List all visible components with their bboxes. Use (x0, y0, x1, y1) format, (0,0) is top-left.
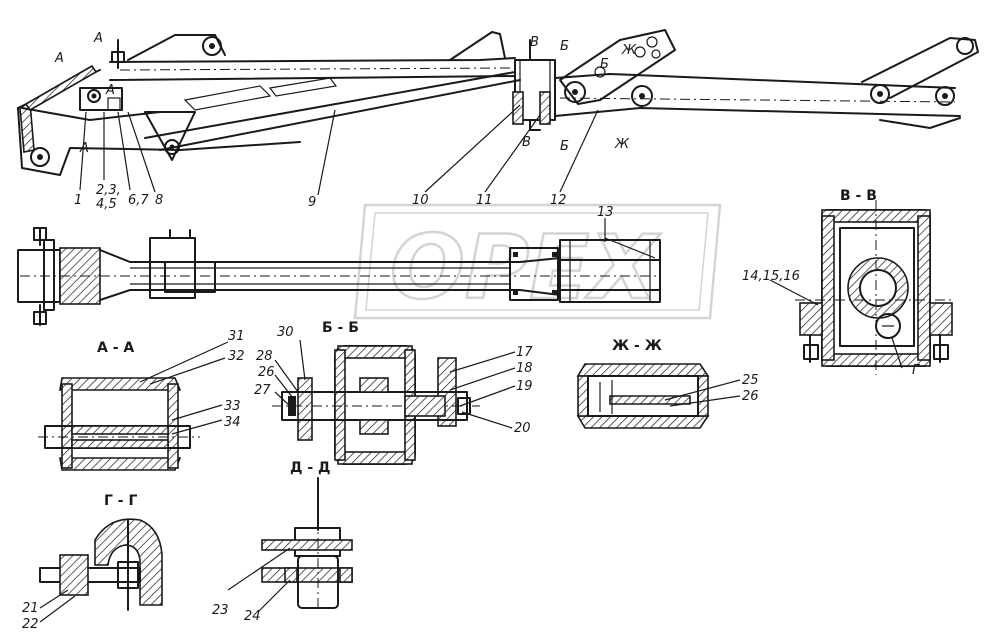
callout-26a: 26 (742, 389, 759, 404)
leader-lines (39, 104, 903, 623)
callout-19: 19 (516, 379, 533, 394)
callout-31: 31 (228, 329, 245, 344)
callout-17: 17 (516, 345, 533, 360)
callout-25: 25 (742, 373, 759, 388)
plan-view (17, 227, 661, 326)
callout-21: 21 (22, 601, 39, 616)
elevation-view (17, 29, 979, 176)
view-mark-a-mid: А (105, 83, 115, 98)
section-title-aa: А - А (97, 340, 134, 356)
callout-22: 22 (22, 617, 39, 632)
view-mark-b-top: Б (560, 39, 569, 54)
callout-30: 30 (277, 325, 294, 340)
view-mark-g-vv: Г (912, 363, 921, 378)
callout-23: 23 (212, 603, 229, 618)
view-mark-v-top: В (530, 35, 539, 50)
callout-12: 12 (550, 193, 567, 208)
callout-6-7: 6,7 (128, 193, 149, 208)
callout-33: 33 (224, 399, 241, 414)
view-mark-zh-low: Ж (614, 137, 630, 152)
view-mark-a-left: А (54, 51, 64, 66)
callout-27: 27 (254, 383, 271, 398)
view-mark-b-mid: Б (600, 57, 609, 72)
section-zh-zh (576, 363, 710, 429)
callout-14-15-16: 14,15,16 (742, 269, 800, 284)
section-title-vv: В - В (840, 188, 877, 204)
view-mark-a-low: А (79, 141, 89, 156)
view-mark-b-low: Б (560, 139, 569, 154)
section-g-g (39, 518, 163, 611)
callout-20: 20 (514, 421, 531, 436)
callout-28: 28 (256, 349, 273, 364)
section-v-v (795, 200, 955, 375)
callout-9: 9 (308, 195, 316, 210)
view-mark-a-top: А (93, 31, 103, 46)
callout-34: 34 (224, 415, 241, 430)
section-d-d (261, 477, 353, 610)
section-title-bb: Б - Б (322, 320, 359, 336)
callout-10: 10 (412, 193, 429, 208)
section-b-b (272, 345, 480, 465)
section-title-gg: Г - Г (104, 493, 137, 509)
callout-4-5: 4,5 (96, 197, 117, 212)
callout-2-3: 2,3, (96, 183, 121, 198)
callout-13a: 13 (597, 205, 614, 220)
section-title-zhzh: Ж - Ж (612, 338, 662, 354)
callout-26b: 26 (258, 365, 275, 380)
section-title-dd: Д - Д (290, 460, 331, 476)
callout-8: 8 (155, 193, 163, 208)
section-a-a (38, 377, 200, 471)
callout-11: 11 (476, 193, 493, 208)
view-mark-v-low: В (522, 135, 531, 150)
callout-18: 18 (516, 361, 533, 376)
callout-32: 32 (228, 349, 245, 364)
view-mark-zh-top: Ж (621, 43, 637, 58)
callout-24: 24 (244, 609, 261, 624)
callout-1: 1 (74, 193, 82, 208)
